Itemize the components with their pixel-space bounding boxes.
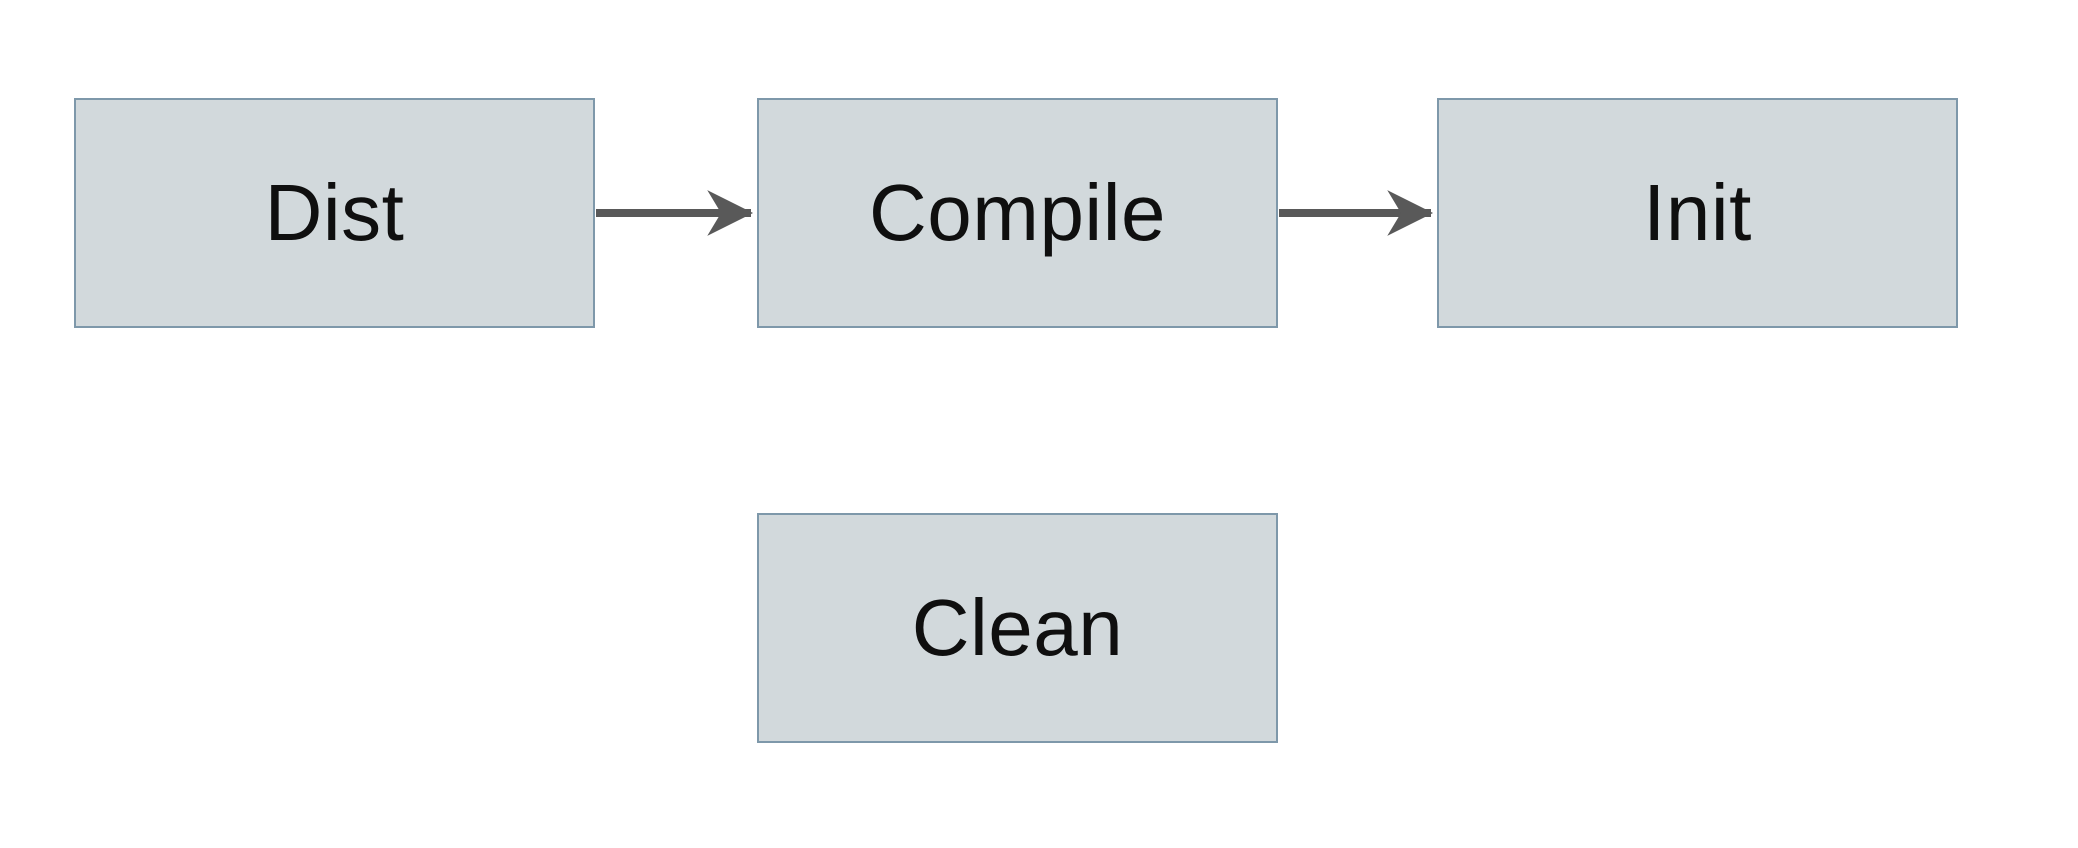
node-init-label: Init <box>1643 168 1752 257</box>
node-compile-label: Compile <box>869 168 1166 257</box>
node-compile[interactable]: Compile <box>757 98 1278 328</box>
node-clean[interactable]: Clean <box>757 513 1278 743</box>
node-dist[interactable]: Dist <box>74 98 595 328</box>
node-clean-label: Clean <box>911 583 1124 672</box>
node-dist-label: Dist <box>264 168 405 257</box>
node-init[interactable]: Init <box>1437 98 1958 328</box>
